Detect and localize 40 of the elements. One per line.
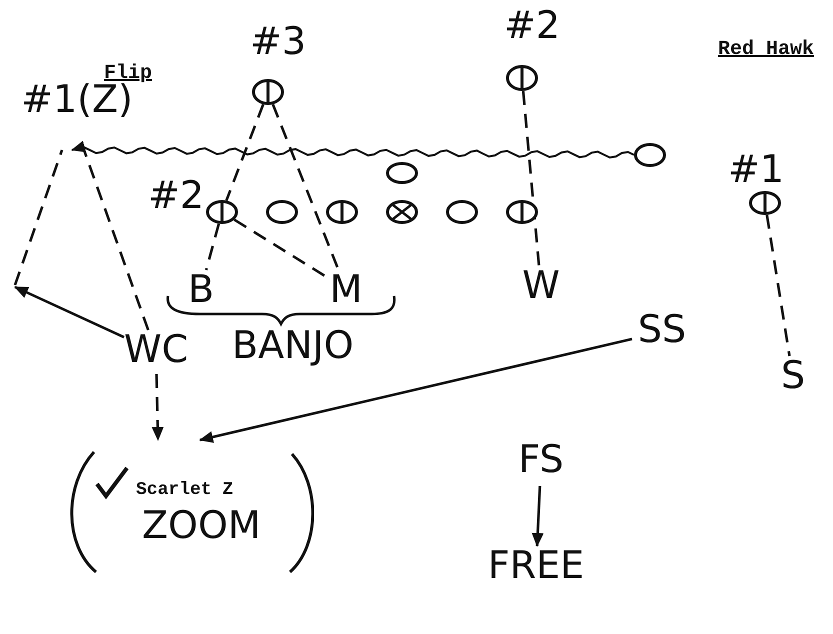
lineman-circle [266, 200, 298, 224]
player-label: S [778, 356, 808, 400]
motion-arrow [71, 140, 634, 159]
player-number: #3 [250, 22, 306, 60]
lineman-circle [446, 200, 478, 224]
player-number: #1 [728, 150, 784, 188]
dashed-line [522, 90, 540, 266]
receiver-circle [506, 200, 538, 224]
call-label: ZOOM [142, 506, 261, 544]
dashed-line [272, 104, 340, 270]
center-circle [386, 200, 418, 224]
arrow [199, 338, 632, 443]
player-label: WC [124, 330, 188, 374]
dashed-line [152, 374, 164, 441]
dashed-line [14, 150, 64, 286]
arrow [532, 486, 544, 547]
play-name: Red Hawk [718, 38, 814, 61]
receiver-circle [206, 200, 238, 224]
player-number: #2 [504, 6, 560, 44]
player-label: FREE [480, 546, 592, 592]
dashed-line [204, 223, 220, 270]
receiver-circle [749, 191, 781, 215]
dashed-line [234, 218, 327, 278]
player-label: FS [508, 440, 574, 486]
dashed-line [82, 150, 150, 330]
player-number: #2 [148, 176, 204, 214]
player-label: B [183, 270, 219, 308]
lineman-circle [386, 162, 418, 184]
dashed-line [225, 104, 264, 201]
call-name: Scarlet Z [136, 480, 234, 500]
player-label: SS [632, 310, 692, 354]
receiver-circle [506, 65, 538, 91]
lineman-circle [634, 143, 666, 167]
arrow [14, 286, 125, 338]
player-label: M [326, 270, 366, 308]
receiver-circle [252, 79, 284, 105]
player-label: W [520, 266, 562, 310]
dashed-line [766, 214, 791, 356]
group-label: BANJO [232, 326, 354, 364]
receiver-circle [326, 200, 358, 224]
